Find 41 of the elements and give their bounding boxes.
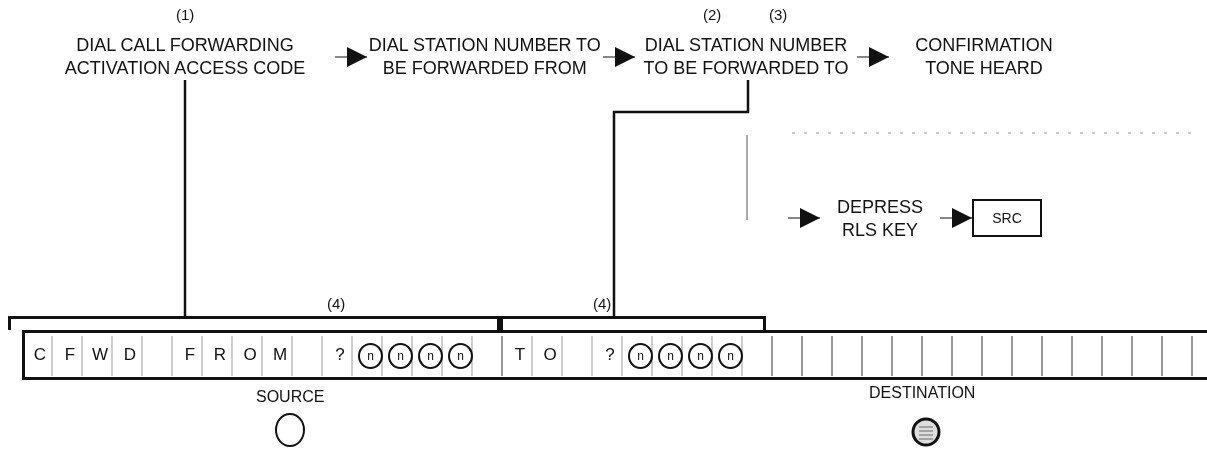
indicator-label: DESTINATION [869, 384, 976, 402]
step-text: DIAL CALL FORWARDING ACTIVATION ACCESS CODE [63, 34, 307, 80]
display-character: n [448, 343, 473, 369]
display-character: ? [604, 345, 616, 365]
display-character: n [628, 343, 653, 369]
step-text: CONFIRMATION TONE HEARD [914, 34, 1054, 80]
arrow [602, 47, 636, 67]
display-character: O [242, 345, 258, 365]
callout-number: (4) [327, 295, 346, 312]
arrow [334, 47, 368, 67]
display-character: n [718, 343, 743, 369]
arrow [787, 208, 821, 228]
indicator-label: SOURCE [256, 388, 325, 406]
display-character: C [32, 345, 48, 365]
callout-number: (2) [703, 6, 722, 23]
display-character: n [388, 343, 413, 369]
step-text: DIAL STATION NUMBER TO BE FORWARDED FROM [367, 34, 602, 80]
arrow [856, 47, 890, 67]
step-text: DIAL STATION NUMBER TO BE FORWARDED TO [642, 34, 850, 80]
display-character: O [542, 345, 558, 365]
display-character: n [358, 343, 383, 369]
step-text: DEPRESS RLS KEY [836, 196, 924, 242]
display-character: W [90, 345, 109, 365]
display-character: n [418, 343, 443, 369]
callout-number: (4) [593, 295, 612, 312]
arrow [939, 208, 973, 228]
display-character: F [63, 345, 77, 365]
key-button: SRC [972, 199, 1042, 237]
display-character: ? [334, 345, 346, 365]
display-character: n [688, 343, 713, 369]
display-character: n [658, 343, 683, 369]
display-character: F [183, 345, 197, 365]
display-character: T [513, 345, 527, 365]
callout-number: (3) [769, 6, 788, 23]
display-character: D [122, 345, 138, 365]
leader-line [183, 80, 187, 316]
leader-line [612, 80, 750, 316]
lcd-display [22, 330, 1207, 380]
display-character: M [271, 345, 289, 365]
display-character: R [212, 345, 228, 365]
callout-number: (1) [176, 6, 195, 23]
